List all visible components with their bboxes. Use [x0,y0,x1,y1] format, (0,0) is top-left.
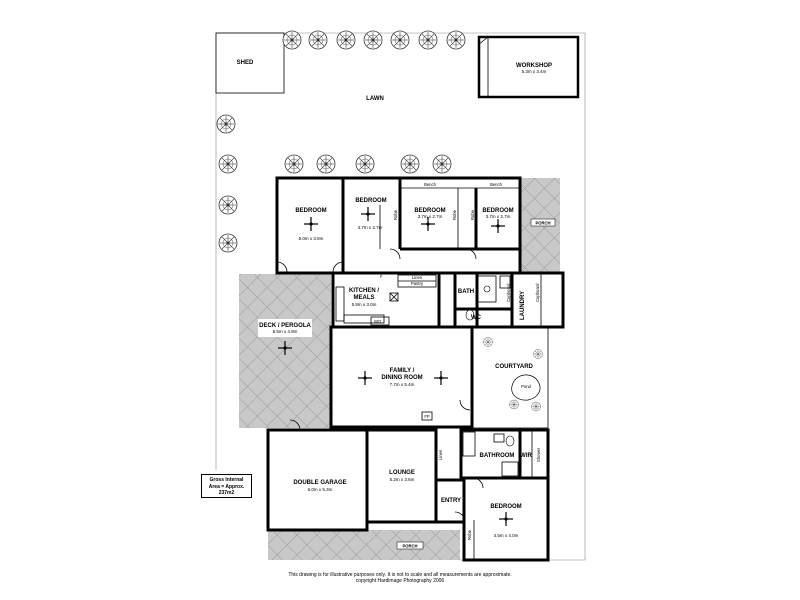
bathroom-label: BATHROOM [480,453,515,459]
fridge-label: F [380,274,383,279]
bedroom4-size: 3.7m x 2.7m [486,214,511,219]
garage-size: 6.0m x 5.3m [308,487,333,492]
bedroom2-size: 3.7m x 2.7m [358,225,383,230]
family-label-2: DINING ROOM [381,375,422,381]
workshop-outline [477,35,580,99]
bedroom3-label: BEDROOM [414,208,445,214]
gross-area-line3: 237m2 [218,490,235,496]
pond-outline [511,374,541,401]
family-fan-icon-left [357,370,373,386]
lawn-label: LAWN [366,96,384,102]
disclaimer-footer: This drawing is for illustrative purpose… [0,572,800,584]
pond-label: Pond [521,384,531,389]
house-walls [266,176,565,562]
bedroom1-size: 5.0m x 3.8m [299,236,324,241]
front-porch-area [268,530,460,560]
workshop-label: WORKSHOP [516,63,552,69]
deck-size: 8.5m x 4.9m [273,329,298,334]
bath-fixtures [465,275,511,321]
front-porch-label: PORCH [402,544,417,549]
robe4-label: Robe [467,529,472,540]
trees-left-column [216,114,238,253]
bedroom5-fan-icon [498,511,514,527]
deck-label: DECK / PERGOLA [259,323,311,329]
gross-area-line2: Area = Approx. [208,483,245,490]
bedroom1-fan-icon [303,216,319,232]
wo-label: WO [374,319,382,324]
disclaimer-line: This drawing is for illustrative purpose… [288,572,512,578]
pantry-label: Pantry [411,281,424,286]
lounge-label: LOUNGE [389,470,415,476]
family-fan-icon-right [433,370,449,386]
courtyard-label: COURTYARD [495,364,533,370]
gross-area-note: Gross Internal Area = Approx. 237m2 [201,474,252,498]
rear-porch-label: PORCH [535,221,550,226]
wir-label: WIR [520,453,532,459]
bedroom1-label: BEDROOM [295,208,326,214]
bedroom5-label: BEDROOM [490,504,521,510]
bedroom4-fan-icon [490,218,506,234]
trees-top-row [282,30,466,50]
linen-label-kitchen: Linen [412,275,423,280]
laundry-label: LAUNDRY [520,291,526,320]
bedroom3-fan-icon [420,216,436,232]
kitchen-size: 5.8m x 3.0m [352,302,377,307]
kitchen-label: KITCHEN / [349,288,379,294]
lounge-size: 5.2m x 3.6m [390,477,415,482]
cupboard2-label: Cupboard [535,283,540,302]
copyright-line: copyright Hardimage Photography 2006 [355,578,445,584]
entry-label: ENTRY [441,498,461,504]
door-swings [276,248,484,523]
shower-label: Shower [536,447,541,462]
bathroom-fixtures [462,431,519,477]
family-label: FAMILY / [390,368,415,374]
shed-outline [215,32,285,94]
bedroom2-fan-icon [360,206,376,222]
kitchen-fixtures [335,274,437,326]
bench1-label: Bench [424,182,437,187]
bedroom2-label: BEDROOM [355,198,386,204]
cupboard1-label: Cupboard [506,283,511,302]
bedroom4-label: BEDROOM [482,208,513,214]
family-size: 7.7m x 5.4m [390,382,415,387]
shed-label: SHED [237,60,254,66]
fp-label: FP [424,414,430,419]
wc-label: WC [471,315,482,321]
robe2-label: Robe [452,209,457,220]
bath-label: BATH [458,289,474,295]
robe1-label: Robe [393,209,398,220]
courtyard-plants [483,337,543,412]
gross-area-line1: Gross Internal [209,477,244,483]
linen-label: Linen [438,449,443,460]
bench2-label: Bench [490,182,503,187]
bedroom3-size: 3.7m x 2.7m [418,214,443,219]
kitchen-label-2: MEALS [354,295,375,301]
garage-label: DOUBLE GARAGE [293,480,346,486]
trees-rear-row [284,154,452,174]
bedroom5-size: 4.5m x 4.0m [494,533,519,538]
workshop-size: 5.3m x 3.4m [522,69,547,74]
robe3-label: Robe [470,209,475,220]
